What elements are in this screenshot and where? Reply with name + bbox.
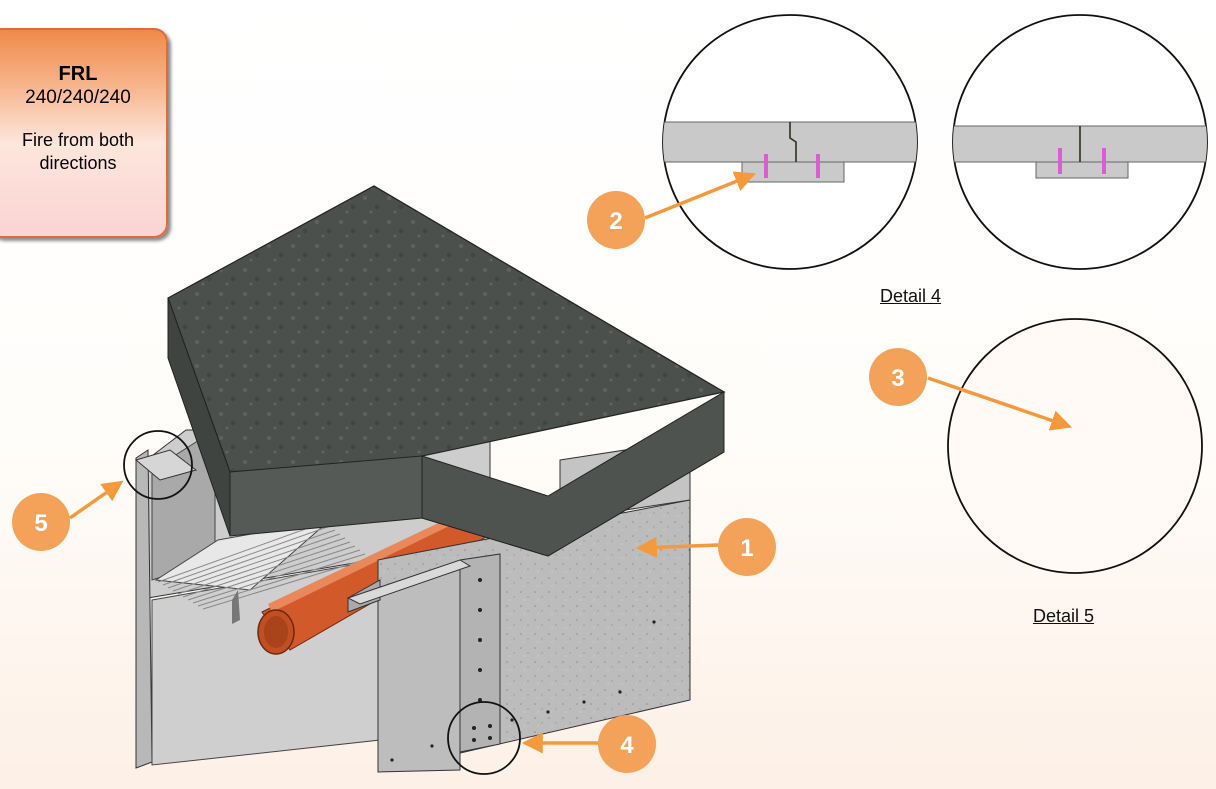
enclosure-3d-model [123, 185, 726, 775]
svg-text:1: 1 [740, 535, 753, 562]
callout-4: 4 [598, 715, 656, 773]
callout-5: 5 [12, 493, 70, 551]
detail-5-caption: Detail 5 [1033, 606, 1095, 626]
detail-5-view [947, 318, 1203, 574]
callout-3: 3 [869, 348, 927, 406]
arrow-2 [644, 171, 756, 220]
svg-text:4: 4 [620, 732, 634, 759]
cable-tray [154, 519, 371, 624]
arrow-3 [927, 376, 1072, 431]
svg-text:2: 2 [609, 208, 622, 235]
callout-1: 1 [718, 518, 776, 576]
detail-4-right-view [952, 14, 1208, 270]
detail-5-marker-circle [123, 430, 193, 500]
detail-4-caption: Detail 4 [880, 286, 942, 306]
svg-text:5: 5 [34, 510, 47, 537]
frl-rating: 240/240/240 [25, 87, 131, 108]
detail-4-left-view [662, 14, 918, 270]
detail-4-marker-circle [447, 701, 521, 775]
arrow-5 [68, 480, 124, 520]
frl-title: FRL [58, 63, 98, 85]
frl-rating-panel: FRL 240/240/240 Fire from both direction… [0, 28, 168, 238]
frl-fire-note: Fire from both directions [21, 130, 135, 173]
steel-plate [459, 553, 501, 753]
callout-2: 2 [587, 191, 645, 249]
arrow-1 [635, 536, 719, 558]
svg-text:3: 3 [891, 365, 904, 392]
concrete-slab [167, 185, 726, 557]
